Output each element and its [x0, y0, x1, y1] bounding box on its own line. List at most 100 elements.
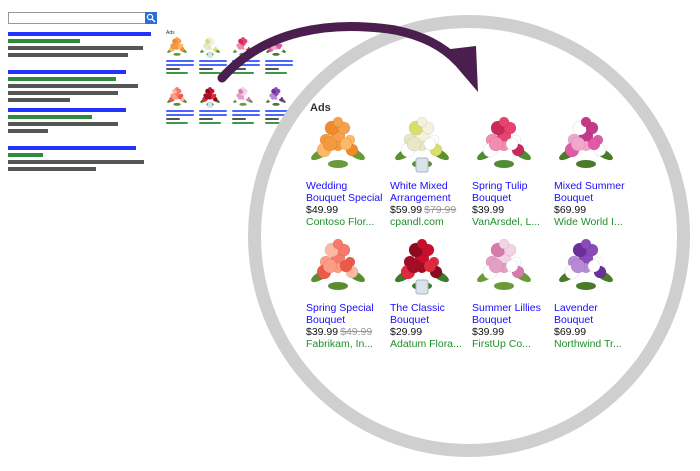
mini-product-card[interactable]: [265, 86, 295, 124]
mini-result-line: [8, 129, 48, 133]
product-title-line: Mixed Summer: [554, 180, 625, 192]
mini-flower-icon: [266, 86, 286, 106]
ads-heading: Ads: [310, 102, 331, 114]
flower-bouquet-icon: [311, 238, 365, 290]
seller-link[interactable]: Northwind Tr...: [554, 338, 622, 350]
mini-text-line: [166, 110, 194, 112]
mini-text-line: [199, 122, 221, 124]
mini-text-line: [199, 68, 213, 70]
mini-text-line: [265, 114, 293, 116]
seller-link[interactable]: cpandl.com: [390, 216, 444, 228]
mini-result-line: [8, 39, 80, 43]
mini-result-line: [8, 53, 128, 57]
product-image[interactable]: [474, 114, 534, 174]
mini-flower-icon: [233, 86, 253, 106]
product-title-line: Bouquet: [306, 314, 346, 326]
mini-text-line: [199, 114, 227, 116]
product-title-line: Wedding: [306, 180, 348, 192]
seller-link[interactable]: FirstUp Co...: [472, 338, 531, 350]
seller-link[interactable]: Contoso Flor...: [306, 216, 375, 228]
flower-bouquet-icon: [477, 238, 531, 290]
mini-text-line: [265, 60, 293, 62]
mini-product-card[interactable]: [166, 86, 196, 124]
mini-product-card[interactable]: [166, 36, 196, 74]
mini-text-line: [232, 122, 254, 124]
price: $39.99: [472, 326, 505, 338]
price: $69.99: [554, 204, 587, 216]
product-image[interactable]: [308, 236, 368, 296]
mini-text-line: [265, 118, 279, 120]
price: $29.99: [390, 326, 423, 338]
mini-text-line: [199, 72, 221, 74]
mini-result-line: [8, 91, 118, 95]
mini-result-line: [8, 167, 96, 171]
mini-text-line: [265, 110, 293, 112]
mini-text-line: [199, 110, 227, 112]
mini-product-image: [166, 86, 188, 108]
product-title-line: Spring Special: [306, 302, 374, 314]
mini-text-line: [166, 68, 180, 70]
product-image[interactable]: [556, 114, 616, 174]
mini-product-card[interactable]: [199, 86, 229, 124]
seller-link[interactable]: Fabrikam, In...: [306, 338, 374, 350]
product-image[interactable]: [308, 114, 368, 174]
mini-result-line: [8, 70, 126, 74]
mini-result-line: [8, 98, 70, 102]
mini-text-line: [265, 122, 287, 124]
price: $69.99: [554, 326, 587, 338]
product-image[interactable]: [474, 236, 534, 296]
price-row: $39.99: [472, 326, 562, 338]
mini-search-icon[interactable]: [145, 12, 157, 24]
flower-bouquet-icon: [311, 116, 365, 168]
mini-flower-icon: [200, 86, 220, 108]
seller-link[interactable]: Wide World I...: [554, 216, 623, 228]
mini-search-box[interactable]: [8, 12, 157, 24]
mini-text-line: [232, 72, 254, 74]
price-row: $39.99$49.99: [306, 326, 396, 338]
mini-text-line: [232, 68, 246, 70]
mini-result-line: [8, 108, 126, 112]
price: $39.99: [306, 326, 339, 338]
product-image[interactable]: [392, 236, 452, 296]
mini-text-line: [265, 64, 293, 66]
mini-text-line: [166, 122, 188, 124]
mini-flower-icon: [167, 86, 187, 106]
mini-result-line: [8, 32, 151, 36]
product-title-line: Spring Tulip: [472, 180, 528, 192]
product-title-line: Bouquet Special: [306, 192, 383, 204]
mini-flower-icon: [167, 36, 187, 56]
mini-text-line: [199, 64, 227, 66]
mini-result-line: [8, 122, 118, 126]
mini-product-image: [265, 86, 287, 108]
product-image[interactable]: [392, 114, 452, 174]
price: $49.99: [306, 204, 339, 216]
mini-product-card[interactable]: [199, 36, 229, 74]
seller-link[interactable]: VanArsdel, L...: [472, 216, 541, 228]
old-price: $79.99: [424, 204, 457, 216]
mini-text-line: [199, 118, 213, 120]
product-image[interactable]: [556, 236, 616, 296]
mini-text-line: [232, 64, 260, 66]
product-title-line: Bouquet: [554, 192, 594, 204]
seller-link[interactable]: Adatum Flora...: [390, 338, 462, 350]
mini-product-card[interactable]: [232, 86, 262, 124]
mini-result-line: [8, 46, 143, 50]
product-title-line: Bouquet: [472, 192, 512, 204]
